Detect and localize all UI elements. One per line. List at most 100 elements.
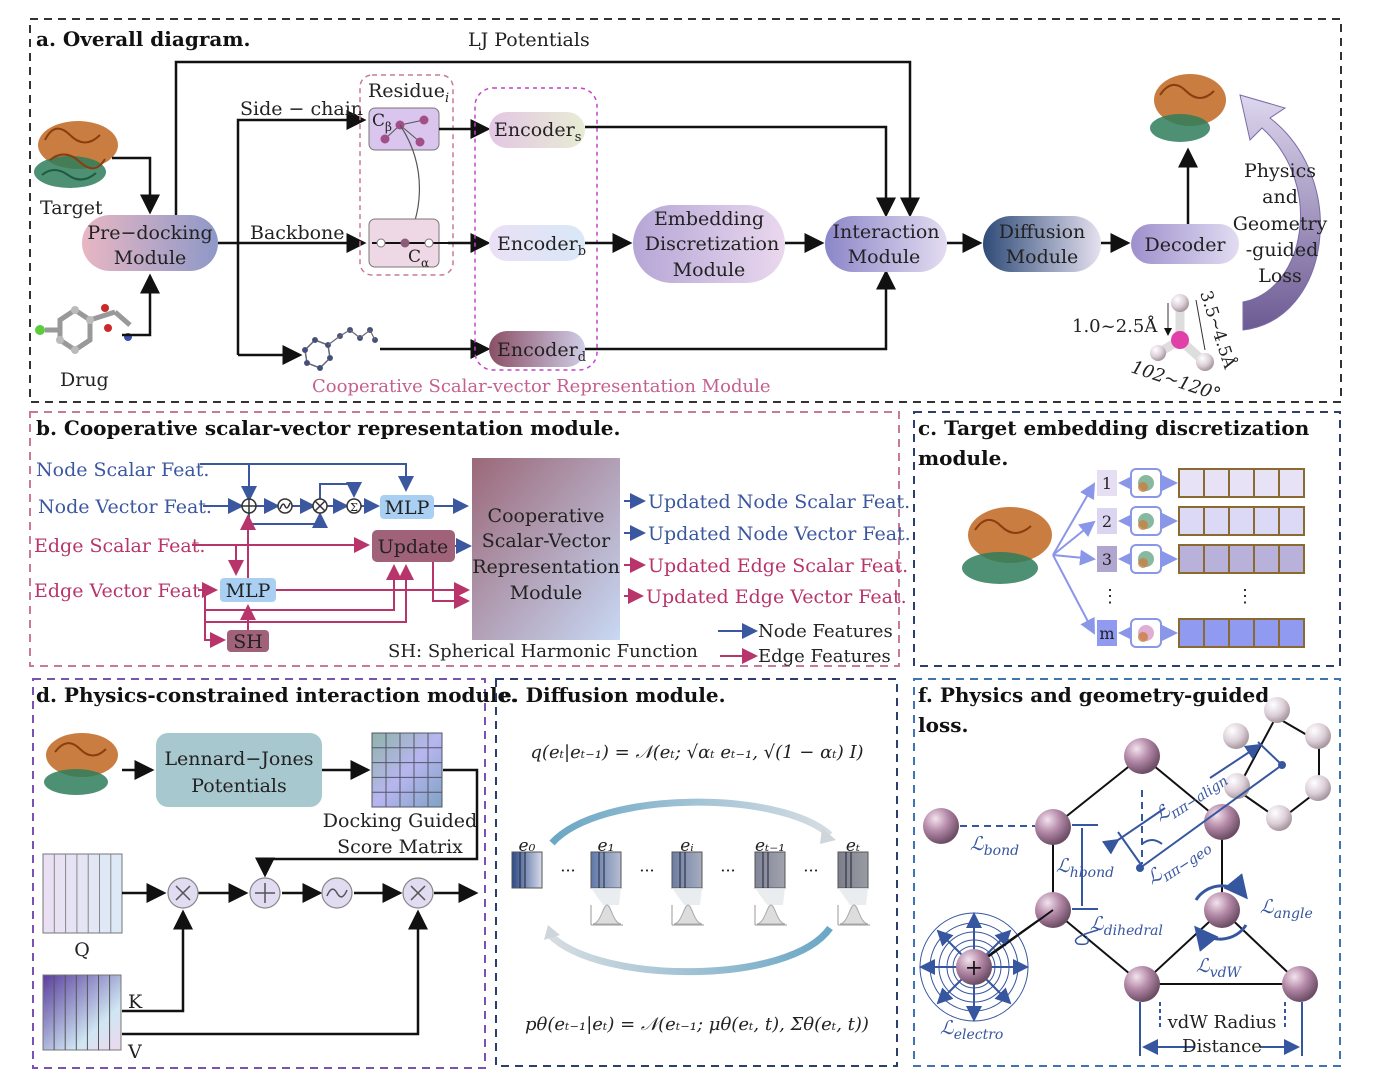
- codebook-index: [1097, 508, 1117, 534]
- update-block: Update: [372, 530, 455, 562]
- embedding-cell: [1178, 618, 1205, 648]
- decoder-module: Decoder: [1131, 224, 1239, 264]
- panel-c-title-line1: c. Target embedding discretization: [918, 416, 1310, 440]
- panel-e-diffusion-module: e. Diffusion module. q(eₜ|eₜ₋₁) = 𝒩(eₜ; …: [495, 678, 898, 1067]
- gaussian-curve-icon: [756, 904, 786, 925]
- panel-e-frame: [495, 678, 898, 1067]
- node-scalar-input: Node Scalar Feat.: [36, 459, 209, 481]
- embedding-cell: [1203, 544, 1230, 574]
- codebook-index-label: 2: [1102, 512, 1112, 531]
- embedding-cell: [1253, 618, 1280, 648]
- svg-text:MLP: MLP: [226, 580, 271, 602]
- svg-text:Interaction: Interaction: [832, 221, 939, 243]
- output-edge-vector: Updated Edge Vector Feat.: [646, 586, 907, 608]
- gaussian-curve-icon: [839, 904, 869, 925]
- residue-label: Residuei: [368, 80, 449, 106]
- score-matrix-label-1: Docking Guided: [323, 810, 477, 832]
- svg-text:SH: SH: [233, 631, 263, 653]
- diffusion-state-label: eₜ: [846, 836, 861, 856]
- embedding-cell: [1253, 468, 1280, 498]
- codebook-index-label: m: [1099, 624, 1114, 643]
- l-pi-geo-label: ℒππ−geo: [1143, 833, 1215, 893]
- output-edge-scalar: Updated Edge Scalar Feat.: [648, 555, 908, 577]
- codebook-row: m: [1097, 618, 1305, 648]
- forward-process-arrow: [549, 798, 833, 846]
- interaction-module: Interaction Module: [825, 216, 947, 272]
- gaussian-curve-icon: [673, 904, 703, 925]
- encoder-d: Encoderd: [489, 331, 586, 367]
- gaussian-curve-icon: [592, 904, 622, 925]
- edge-vector-input: Edge Vector Feat.: [34, 580, 206, 602]
- svg-text:Loss: Loss: [1258, 265, 1302, 287]
- c-alpha-backbone-box: Cα: [368, 218, 448, 270]
- loss-label: Physics and Geometry -guided Loss: [1233, 160, 1328, 287]
- target-label: Target: [40, 197, 103, 219]
- positive-charge-icon: +: [965, 956, 983, 981]
- score-matrix-label-2: Score Matrix: [337, 836, 463, 858]
- embedding-cell: [1228, 618, 1255, 648]
- hbond-distance-label: 1.0~2.5Å: [1072, 315, 1158, 337]
- state-matrix: [590, 851, 622, 889]
- c-beta-sidechain-box: Cβ: [368, 107, 440, 151]
- q-label: Q: [74, 939, 90, 961]
- svg-text:Encoderd: Encoderd: [497, 339, 586, 365]
- loss-feedback-arrow: [1239, 94, 1321, 331]
- panel-a-title: a. Overall diagram.: [36, 27, 250, 51]
- embedding-cell: [1228, 468, 1255, 498]
- hbond-geometry-icon: [1150, 294, 1214, 371]
- distance-label: Distance: [1182, 1036, 1262, 1057]
- diffusion-state: e₀···: [511, 836, 576, 889]
- svg-text:MLP: MLP: [385, 497, 430, 519]
- svg-text:Cβ: Cβ: [372, 111, 392, 134]
- svg-text:Lennard−Jones: Lennard−Jones: [164, 748, 313, 770]
- svg-text:Encoders: Encoders: [494, 119, 581, 145]
- l-bond-label: ℒbond: [970, 833, 1019, 859]
- k-label: K: [128, 991, 143, 1013]
- codebook-index: [1097, 620, 1117, 646]
- panel-f-title-line2: loss.: [918, 713, 968, 737]
- panel-b-csv-module: b. Cooperative scalar-vector representat…: [29, 411, 911, 667]
- svg-text:Module: Module: [510, 582, 583, 604]
- lj-potentials-label: LJ Potentials: [468, 29, 590, 51]
- rows-ellipsis-right: ⋮: [1236, 586, 1254, 607]
- l-electro-label: ℒelectro: [940, 1017, 1003, 1043]
- state-matrix: [671, 851, 703, 889]
- svg-text:-guided: -guided: [1246, 239, 1318, 261]
- encoder-b: Encoderb: [489, 225, 586, 261]
- svg-text:Embedding: Embedding: [654, 208, 764, 230]
- diffusion-state: eₜ: [837, 836, 870, 926]
- residue-frame: [359, 74, 454, 276]
- embedding-cell: [1278, 544, 1305, 574]
- panel-c-title-line2: module.: [918, 446, 1008, 470]
- node-operators: [241, 498, 362, 514]
- predocking-module: Pre−docking Module: [82, 215, 218, 271]
- embedding-cell: [1178, 506, 1205, 536]
- ellipsis: ···: [720, 861, 735, 880]
- panel-c-frame: [913, 411, 1341, 667]
- panel-a-frame: [29, 18, 1342, 403]
- reverse-equation: pθ(eₜ₋₁|eₜ) = 𝒩(eₜ₋₁; μθ(eₜ, t), Σθ(eₜ, …: [525, 1014, 869, 1035]
- embedding-cell: [1278, 506, 1305, 536]
- codebook-index-label: 3: [1102, 550, 1112, 569]
- diffusion-state: e₁···: [590, 836, 655, 926]
- svg-text:Potentials: Potentials: [191, 775, 286, 797]
- svg-text:Diffusion: Diffusion: [999, 221, 1086, 243]
- svg-text:Discretization: Discretization: [645, 233, 779, 255]
- drug-label: Drug: [60, 369, 109, 391]
- diffusion-state: eₜ₋₁···: [754, 836, 819, 926]
- panel-f-title-line1: f. Physics and geometry-guided: [918, 683, 1269, 707]
- panel-b-frame: [29, 411, 900, 667]
- panel-f-frame: [913, 678, 1341, 1067]
- q-matrix: [42, 853, 123, 934]
- charged-atom: [956, 949, 992, 985]
- sh-note: SH: Spherical Harmonic Function: [388, 641, 698, 662]
- codebook-row: 2: [1097, 506, 1305, 536]
- svg-text:Σ: Σ: [350, 501, 358, 514]
- target-protein-icon: [962, 507, 1052, 584]
- embedding-cell: [1178, 544, 1205, 574]
- panel-a-overall-diagram: a. Overall diagram. LJ Potentials Target…: [29, 18, 1342, 405]
- codebook-row: 3: [1097, 544, 1305, 574]
- embedding-discretization-module: Embedding Discretization Module: [633, 205, 785, 283]
- ellipsis: ···: [560, 861, 575, 880]
- svg-text:Encoderb: Encoderb: [497, 233, 586, 259]
